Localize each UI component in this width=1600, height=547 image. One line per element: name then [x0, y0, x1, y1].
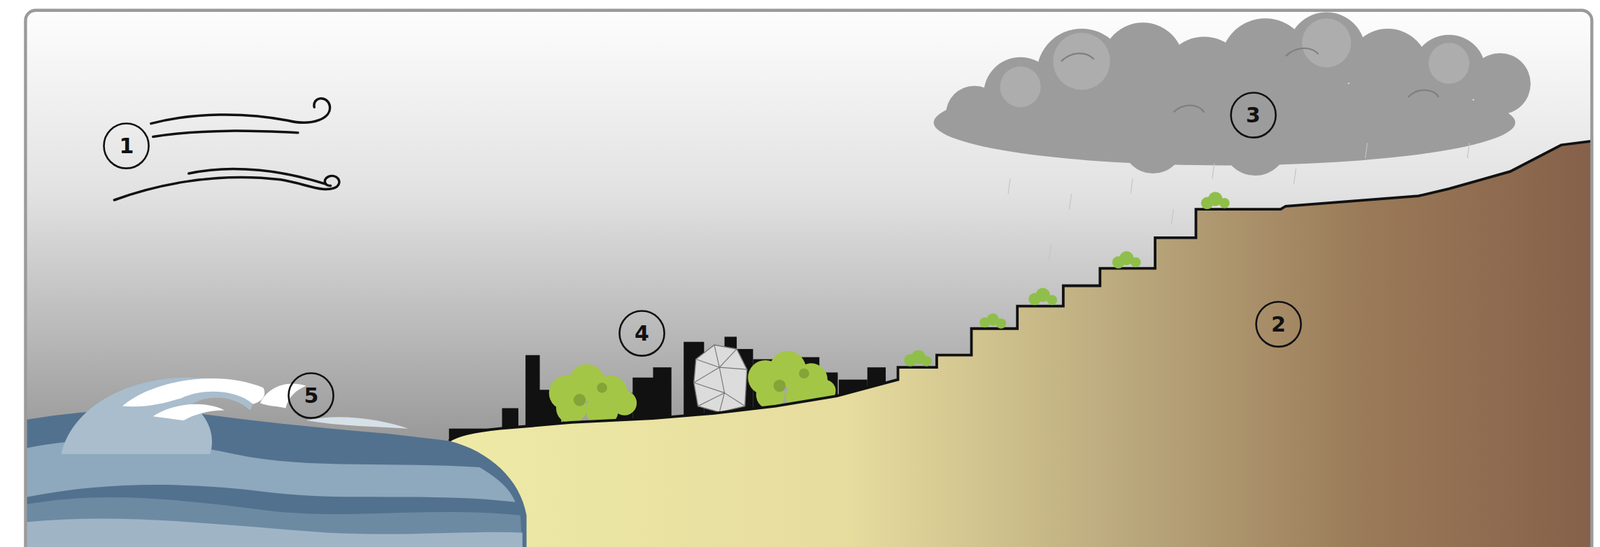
callout-circle: 2	[1255, 300, 1302, 348]
callout-number: 4	[634, 321, 650, 346]
callout-number: 5	[303, 383, 319, 408]
callout-circle: 1	[102, 122, 150, 170]
callout-circle: 4	[618, 309, 666, 357]
callout-circle: 3	[1229, 91, 1277, 139]
frame	[25, 10, 1592, 547]
sea-waves	[25, 377, 527, 547]
ground-line	[449, 140, 1593, 441]
rock-building	[694, 344, 748, 413]
callout-ring	[288, 373, 334, 419]
storm-cloud	[933, 12, 1531, 176]
callout-ring	[1230, 93, 1276, 138]
bush	[549, 364, 637, 427]
callout-ring	[1256, 302, 1302, 348]
callout-circle: 5	[287, 372, 335, 420]
terrace-plant	[903, 191, 1230, 366]
callout-number: 1	[118, 133, 134, 159]
callout-number: 2	[1271, 312, 1286, 337]
callout-ring	[619, 311, 664, 357]
callout-ring	[104, 123, 150, 169]
callout-number: 3	[1245, 102, 1261, 128]
terraced-slope	[449, 140, 1593, 547]
